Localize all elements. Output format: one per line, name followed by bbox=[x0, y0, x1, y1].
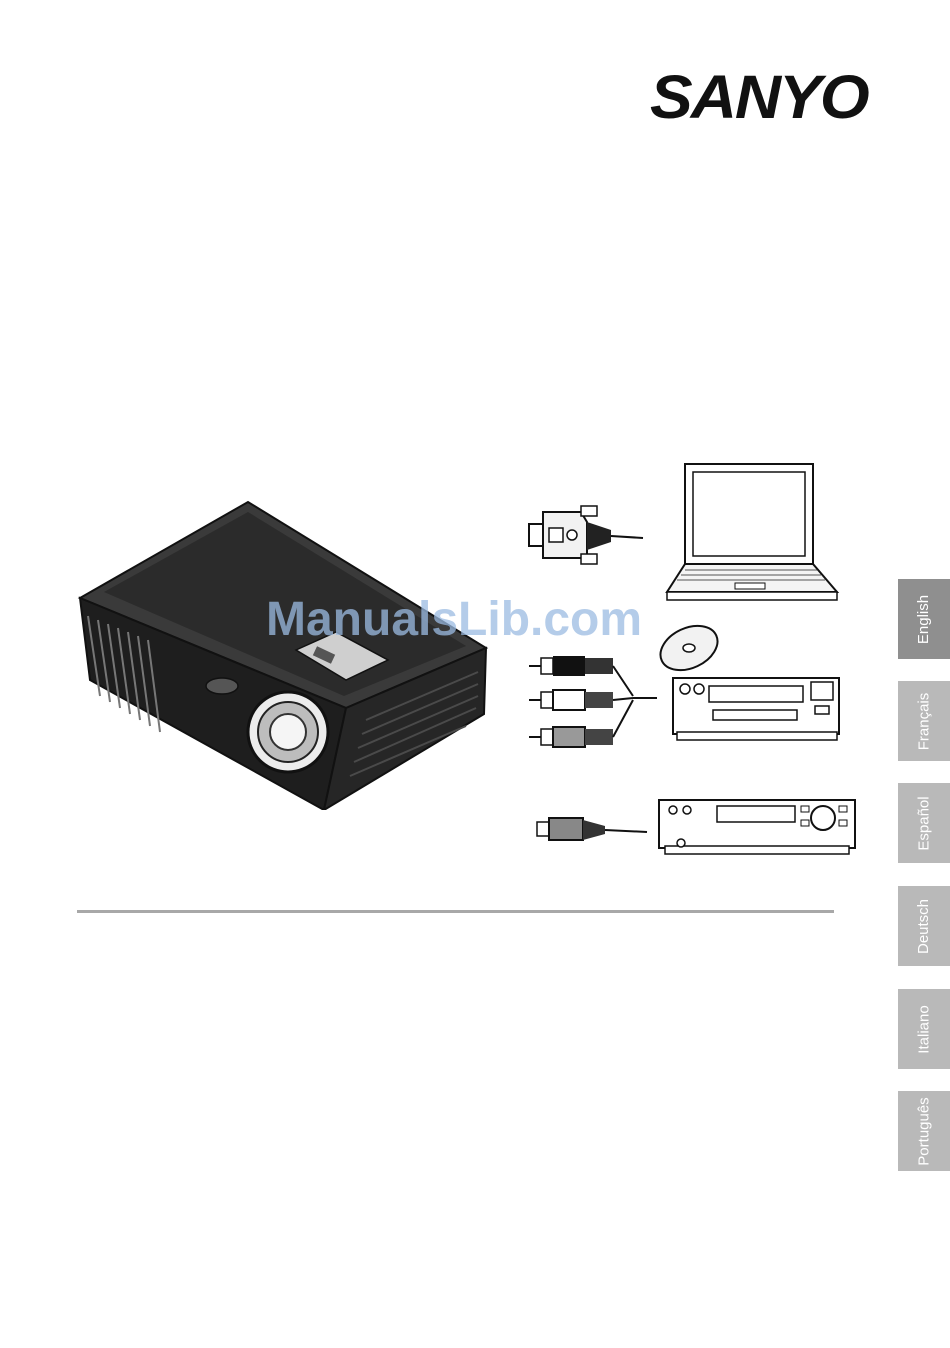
tab-label: Français bbox=[916, 692, 933, 750]
svideo-connector-icon bbox=[537, 818, 647, 840]
tab-label: Español bbox=[916, 796, 933, 850]
tab-label: Português bbox=[916, 1097, 933, 1165]
projector-illustration bbox=[76, 500, 496, 810]
tab-label: Italiano bbox=[916, 1005, 933, 1053]
tab-portugues[interactable]: Português bbox=[898, 1091, 950, 1171]
dvd-player-icon bbox=[673, 678, 839, 740]
watermark: ManualsLib.com bbox=[266, 592, 642, 647]
tab-label: English bbox=[915, 594, 932, 643]
tab-english[interactable]: English bbox=[898, 579, 950, 659]
disc-icon bbox=[653, 617, 724, 679]
divider bbox=[77, 910, 834, 913]
tab-francais[interactable]: Français bbox=[898, 681, 950, 761]
tab-label: Deutsch bbox=[916, 898, 933, 953]
vcr-icon bbox=[659, 800, 855, 854]
sanyo-logo: SANYO bbox=[650, 60, 905, 136]
laptop-icon bbox=[667, 464, 837, 600]
tab-espanol[interactable]: Español bbox=[898, 783, 950, 863]
brand-name: SANYO bbox=[650, 62, 868, 132]
tab-italiano[interactable]: Italiano bbox=[898, 989, 950, 1069]
rca-cable-icon bbox=[529, 656, 657, 747]
tab-deutsch[interactable]: Deutsch bbox=[898, 886, 950, 966]
connection-diagram bbox=[525, 460, 865, 860]
vga-connector-icon bbox=[529, 506, 643, 564]
